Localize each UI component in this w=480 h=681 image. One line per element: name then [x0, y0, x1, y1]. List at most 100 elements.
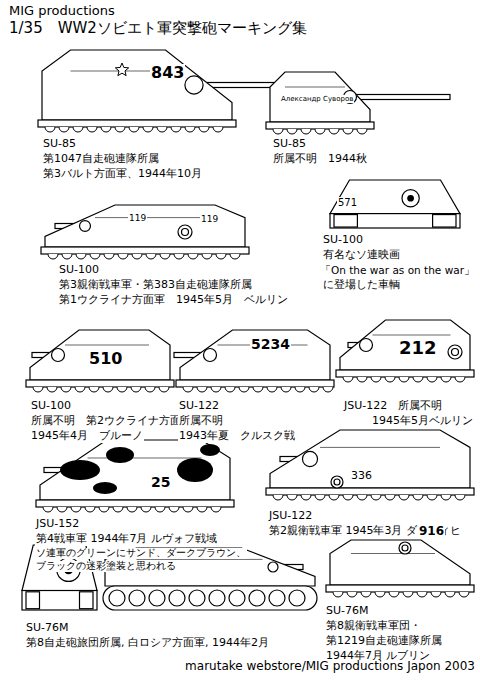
casemate-hull	[45, 205, 245, 247]
road-wheel	[267, 387, 277, 392]
caption-text: SU-100	[58, 264, 100, 277]
track-front	[80, 592, 94, 609]
road-wheel	[229, 590, 245, 606]
road-wheel	[343, 495, 353, 500]
road-wheel	[62, 254, 72, 259]
road-wheel	[113, 507, 123, 512]
road-wheel	[343, 377, 353, 382]
road-wheel	[129, 127, 139, 132]
road-wheel	[333, 592, 343, 597]
casemate-hull	[30, 330, 170, 380]
road-wheel	[347, 592, 357, 597]
road-wheel	[117, 387, 127, 392]
road-wheel	[118, 254, 128, 259]
road-wheel	[157, 127, 167, 132]
casemate-hull	[180, 330, 330, 380]
gun-mantlet	[52, 349, 65, 362]
road-wheel	[59, 127, 69, 132]
road-wheel	[129, 590, 145, 606]
road-wheel	[375, 592, 385, 597]
road-wheel	[183, 387, 193, 392]
caption-text: 所属不明	[178, 415, 224, 428]
road-wheel	[315, 495, 325, 500]
road-wheel	[174, 254, 184, 259]
road-wheel	[213, 127, 223, 132]
fender	[336, 370, 474, 377]
hull-seam	[351, 553, 435, 554]
road-wheel	[343, 129, 353, 134]
road-wheel	[155, 507, 165, 512]
caption-text: に登場した車輌	[322, 279, 401, 292]
road-wheel	[99, 507, 109, 512]
marking-number: 25	[150, 474, 171, 490]
gun-mantlet	[204, 349, 217, 362]
gun-mantlet	[302, 451, 317, 466]
road-wheel	[385, 495, 395, 500]
gun-mantlet	[402, 190, 419, 207]
road-wheel	[75, 387, 85, 392]
star-emblem	[115, 63, 128, 76]
road-wheel	[309, 387, 319, 392]
caption-text: SU-85	[272, 138, 307, 151]
front-hull	[330, 180, 460, 214]
hull-seam	[320, 447, 440, 448]
caption-text: 第1ウクライナ方面軍 1945年5月 ベルリン	[58, 294, 289, 307]
road-wheel	[371, 377, 381, 382]
road-wheel	[45, 127, 55, 132]
fender	[41, 247, 249, 254]
road-wheel	[209, 590, 225, 606]
road-wheel	[385, 377, 395, 382]
road-wheel	[289, 590, 305, 606]
camouflage-patch	[93, 482, 117, 494]
road-wheel	[399, 377, 409, 382]
track-front	[26, 592, 40, 609]
caption-text: 第4戦車軍 1944年7月 ルヴォフ戦域	[35, 533, 218, 546]
caption-text: JSU-152	[35, 518, 80, 531]
road-wheel	[159, 387, 169, 392]
hull-seam	[88, 458, 202, 459]
marking-number: 916	[418, 525, 445, 539]
caption-text: 第8自走砲旅団所属, 白ロシア方面軍, 1944年2月	[25, 637, 270, 650]
caption-text: 第1219自走砲連隊所属	[325, 635, 443, 648]
road-wheel	[239, 387, 249, 392]
fender	[38, 120, 236, 127]
unit-emblem	[402, 545, 408, 551]
road-wheel	[76, 254, 86, 259]
unit-emblem	[448, 345, 462, 359]
road-wheel	[143, 127, 153, 132]
road-wheel	[149, 590, 165, 606]
road-wheel	[199, 127, 209, 132]
hull-seam	[285, 87, 345, 88]
road-wheel	[399, 495, 409, 500]
road-wheel	[361, 592, 371, 597]
road-wheel	[89, 387, 99, 392]
road-wheel	[57, 507, 67, 512]
road-wheel	[230, 254, 240, 259]
track-front	[433, 215, 456, 227]
hull-seam	[373, 335, 451, 336]
marking-number: 510	[88, 350, 123, 368]
gun-mantlet	[268, 562, 278, 572]
track-front	[334, 215, 357, 227]
caption-text: SU-76M	[25, 622, 70, 635]
road-wheel	[253, 387, 263, 392]
caption-text: SU-122	[178, 400, 220, 413]
marking-number: 212	[398, 338, 438, 359]
road-wheel	[101, 127, 111, 132]
road-wheel	[202, 254, 212, 259]
fender	[176, 380, 334, 387]
road-wheel	[183, 507, 193, 512]
road-wheel	[357, 129, 367, 134]
road-wheel	[33, 387, 43, 392]
caption-text: 1945年5月ベルリン	[371, 415, 474, 428]
road-wheel	[131, 387, 141, 392]
road-wheel	[73, 127, 83, 132]
road-wheel	[455, 495, 465, 500]
road-wheel	[225, 387, 235, 392]
road-wheel	[47, 387, 57, 392]
road-wheel	[269, 590, 285, 606]
road-wheel	[71, 507, 81, 512]
camouflage-patch	[106, 447, 134, 463]
hull-seam	[137, 559, 263, 560]
road-wheel	[431, 592, 441, 597]
